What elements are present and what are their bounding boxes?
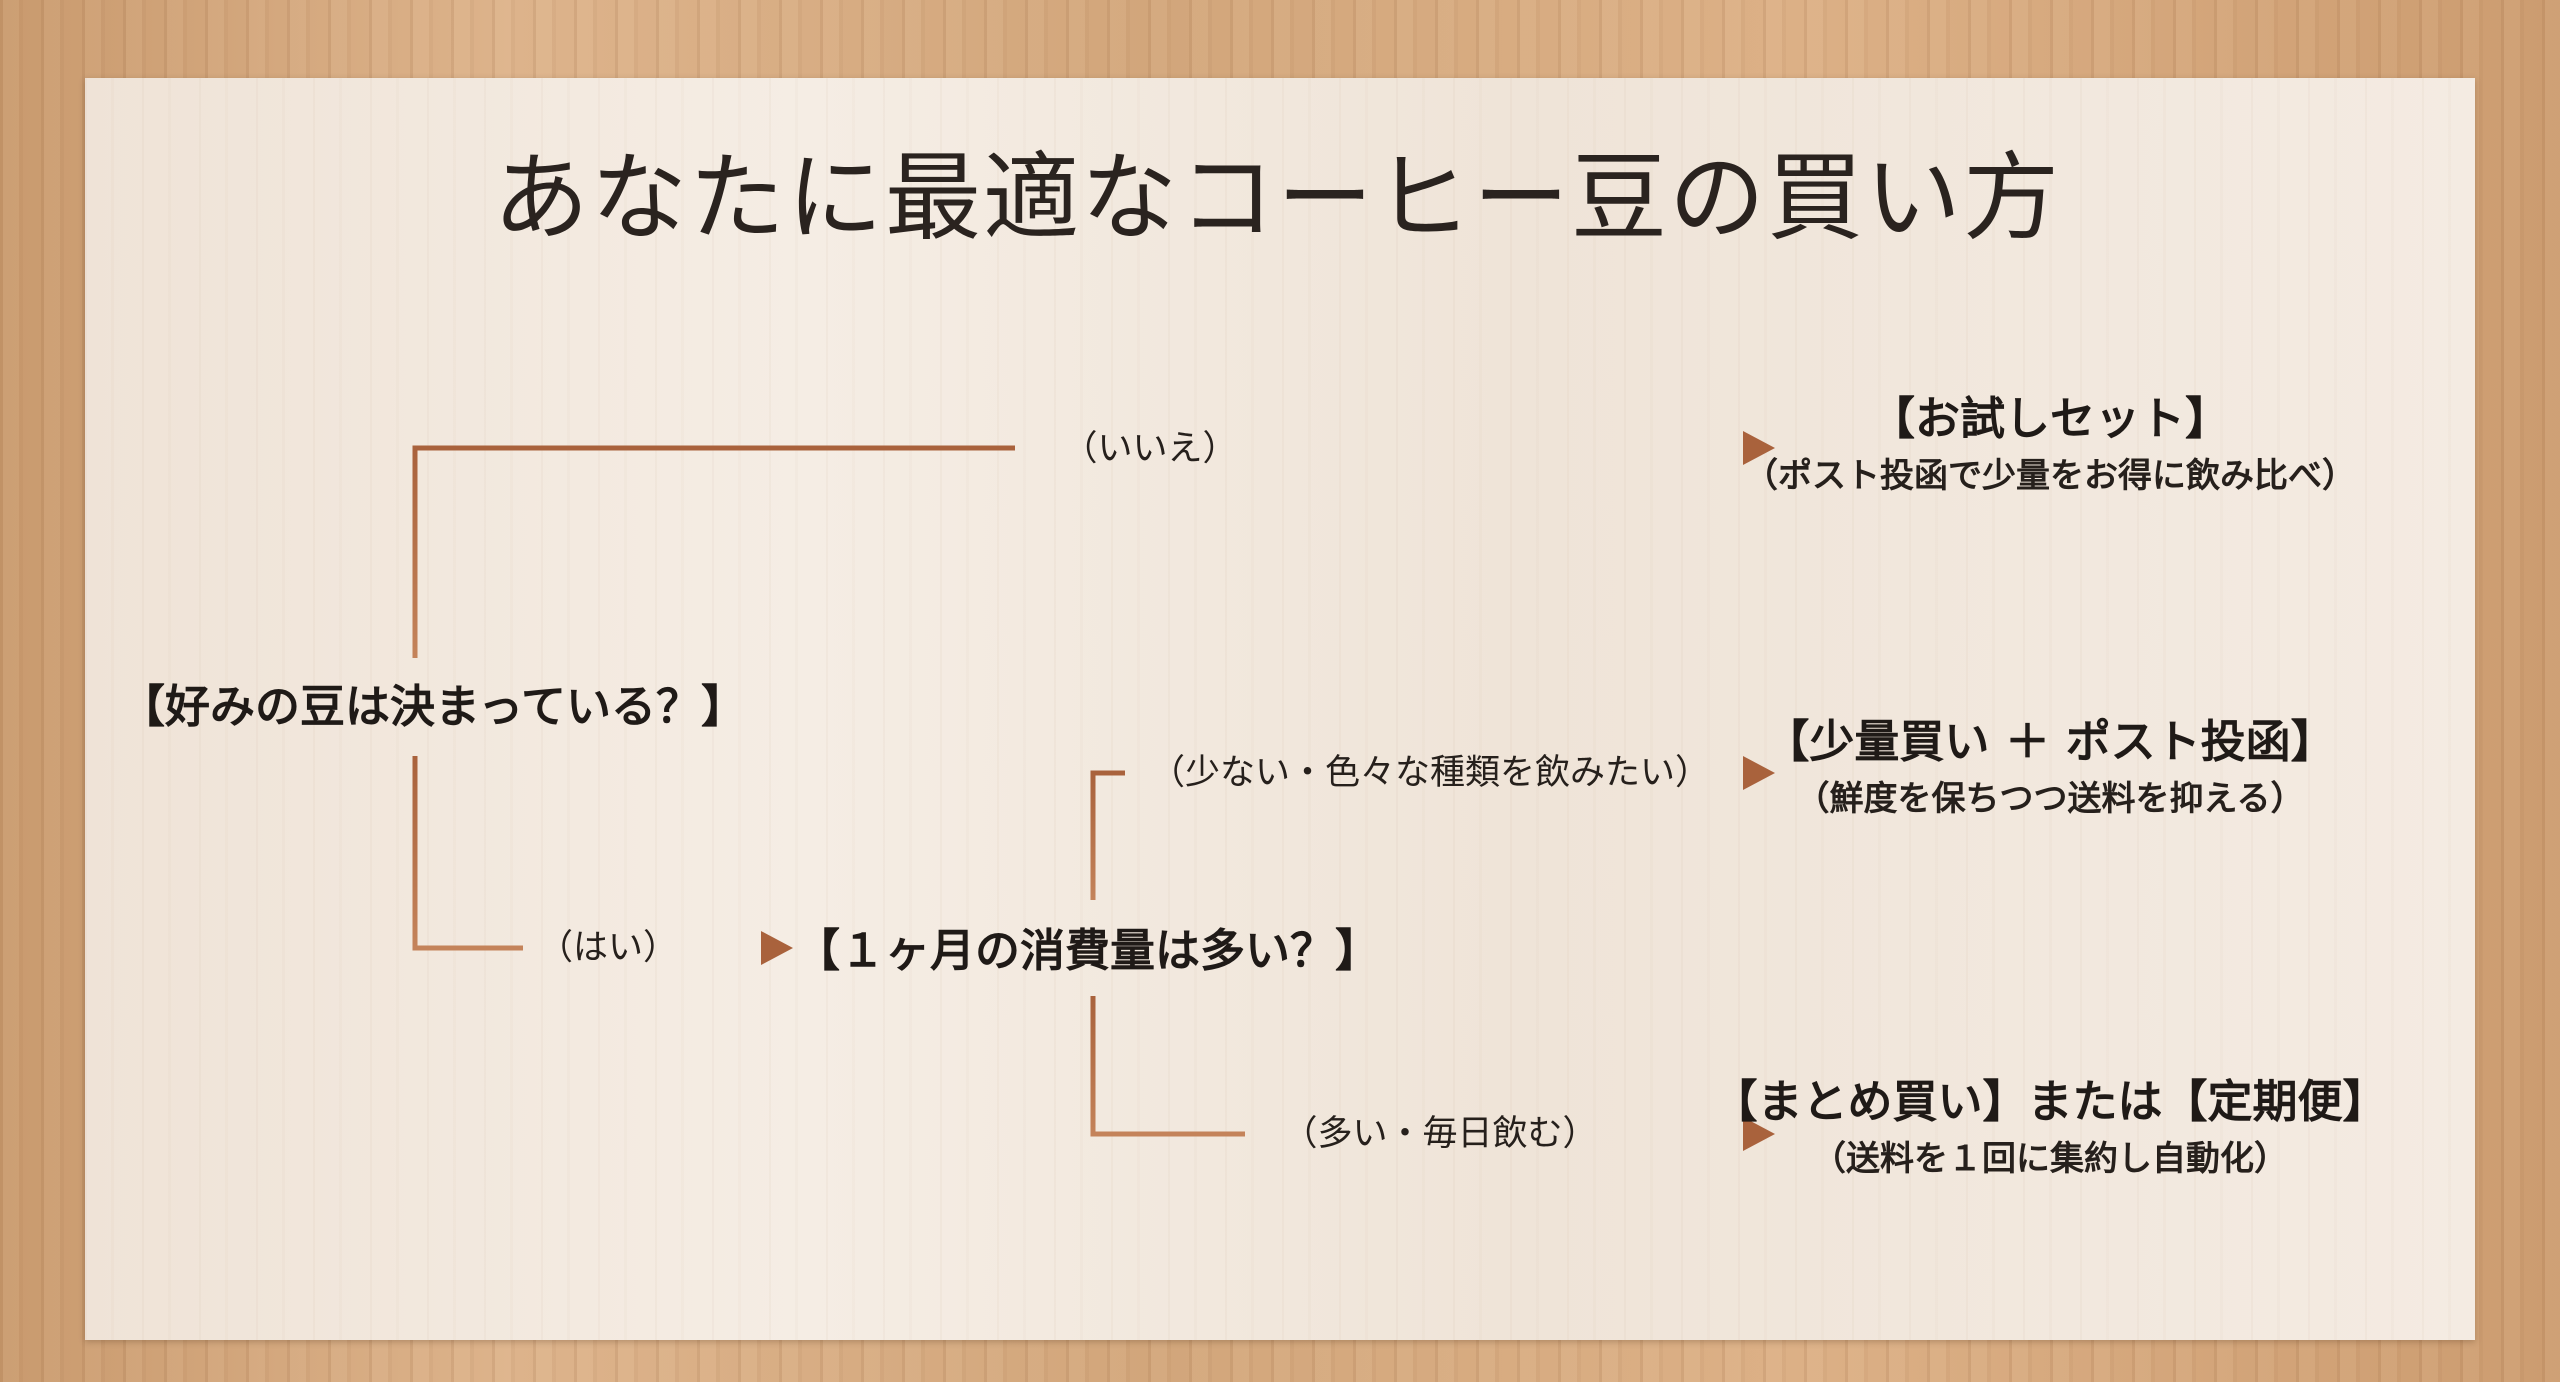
branch-label-no: （いいえ） — [1062, 429, 1238, 469]
flowchart-board: あなたに最適なコーヒー豆の買い方 【好みの豆は決まっている？】 【１ヶ月の消費量… — [85, 78, 2475, 1340]
result-title: 【少量買い ＋ ポスト投函】 — [1764, 715, 2336, 768]
result-small-purchase: 【少量買い ＋ ポスト投函】 （鮮度を保ちつつ送料を抑える） — [1675, 711, 2425, 825]
flow-connectors — [412, 431, 1775, 1151]
result-trial-set: 【お試しセット】 （ポスト投函で少量をお得に飲み比べ） — [1675, 388, 2425, 502]
question-consumption: 【１ヶ月の消費量は多い？】 — [795, 924, 1381, 977]
result-title: 【お試しセット】 — [1869, 392, 2230, 445]
result-bulk-purchase: 【まとめ買い】または【定期便】 （送料を１回に集約し自動化） — [1675, 1071, 2425, 1185]
connector-no — [412, 445, 1015, 658]
result-title: 【まとめ買い】または【定期便】 — [1712, 1075, 2388, 1128]
arrow-no-icon — [1743, 431, 1775, 465]
page-title: あなたに最適なコーヒー豆の買い方 — [493, 142, 2061, 254]
result-subtitle: （鮮度を保ちつつ送料を抑える） — [1795, 779, 2305, 819]
arrow-many-icon — [1743, 1117, 1775, 1151]
arrow-yes-icon — [761, 931, 793, 965]
branch-label-few: （少ない・色々な種類を飲みたい） — [1149, 753, 1710, 793]
question-preference: 【好みの豆は決まっている？】 — [120, 680, 746, 733]
connector-few — [1090, 770, 1125, 900]
connector-yes — [412, 756, 523, 951]
result-subtitle: （送料を１回に集約し自動化） — [1812, 1139, 2288, 1179]
branch-label-many: （多い・毎日飲む） — [1282, 1114, 1598, 1154]
branch-label-yes: （はい） — [537, 928, 678, 968]
result-subtitle: （ポスト投函で少量をお得に飲み比べ） — [1744, 456, 2356, 496]
connector-many — [1090, 996, 1245, 1137]
arrow-few-icon — [1743, 756, 1775, 790]
